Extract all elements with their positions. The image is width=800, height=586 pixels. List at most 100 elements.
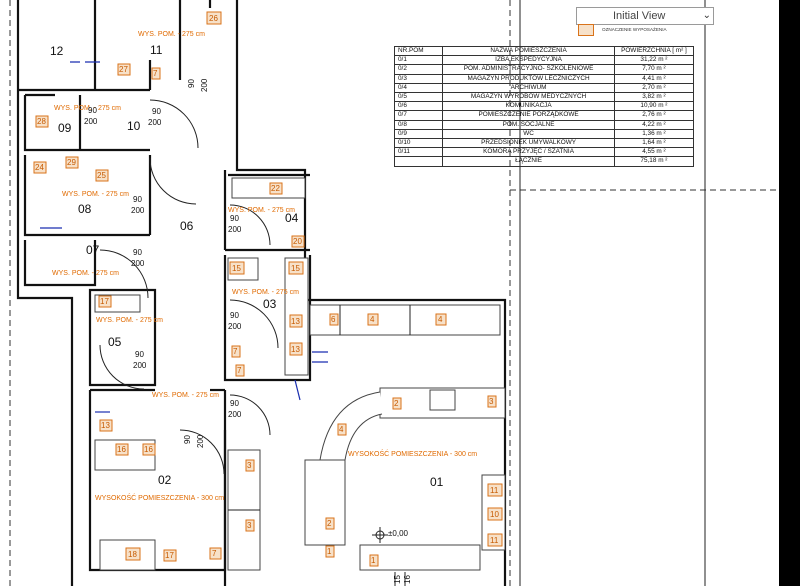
room-number-cell: 0/1 — [393, 55, 444, 66]
door-height: 200 — [131, 206, 145, 215]
chevron-down-icon: ⌄ — [702, 10, 711, 21]
view-select[interactable]: Initial View ⌄ — [613, 9, 713, 23]
equipment-tag-number: 3 — [489, 397, 494, 406]
partition-wall — [23, 155, 150, 237]
equipment-tag-number: 7 — [153, 69, 158, 78]
door-width: 90 — [187, 79, 196, 88]
door-swing — [179, 429, 225, 475]
room-number: 06 — [180, 219, 194, 233]
equipment-tag — [487, 483, 503, 497]
equipment-tag-number: 17 — [100, 297, 109, 306]
room-number-cell: 0/11 — [393, 147, 444, 158]
height-label: WYS. POM. - 275 cm — [62, 191, 129, 198]
bottom-mark — [394, 572, 406, 586]
column-header: NR.POM — [393, 45, 444, 57]
equipment-tag-number: 7 — [212, 549, 217, 558]
area-cell: 4,22 m ² — [613, 119, 695, 130]
area-cell: 1,36 m ² — [613, 128, 695, 140]
room-name-cell: PRZEDSIONEK UMYWALKOWY — [442, 138, 615, 149]
equipment-tag — [487, 533, 503, 547]
room-name-cell: ŁĄCZNIE — [442, 156, 615, 167]
door-width: 90 — [230, 311, 239, 320]
equipment-tag-number: 13 — [291, 345, 300, 354]
room-number-cell: 0/5 — [393, 92, 444, 103]
equipment-tag — [269, 182, 283, 195]
room-number: 08 — [78, 202, 92, 216]
equipment-tag-number: 22 — [271, 184, 280, 193]
exterior-wall — [235, 0, 507, 586]
equipment-tag — [231, 345, 241, 358]
partition-wall — [23, 95, 150, 152]
floor-plan-drawing: 12 11 09 10 08 07 06 05 04 03 02 01 WYS.… — [9, 0, 779, 586]
equipment-tag-number: 4 — [370, 315, 375, 324]
equipment-tag-number: 4 — [438, 315, 443, 324]
door-height: 200 — [148, 118, 162, 127]
room-name-cell: IZBA EKSPEDYCYJNA — [442, 55, 615, 66]
height-label: WYS. POM. - 275 cm — [138, 31, 205, 38]
door-width: 90 — [133, 248, 142, 257]
equipment-tag-number: 11 — [490, 486, 499, 495]
room-schedule-table: NR.POM NAZWA POMIESZCZENIA POWIERZCHNIA … — [393, 45, 695, 167]
equipment-tag-number: 2 — [327, 519, 332, 528]
room-name-cell: POM. SOCJALNE — [442, 119, 615, 130]
equipment-tag-number: 17 — [165, 551, 174, 560]
equipment-tag-number: 28 — [37, 117, 46, 126]
level-mark-symbol — [372, 527, 388, 543]
room-number: 09 — [58, 121, 72, 135]
equipment-tag — [367, 313, 379, 326]
equipment-tag-number: 24 — [35, 163, 44, 172]
sink — [429, 389, 456, 411]
equipment-tag-number: 16 — [117, 445, 126, 454]
door-height: 200 — [228, 225, 242, 234]
door-height: 200 — [131, 259, 145, 268]
door-width: 90 — [133, 195, 142, 204]
equipment-tag — [289, 314, 303, 328]
room-name-cell: MAGAZYN PRODUKTÓW LECZNICZYCH — [442, 73, 615, 84]
equipment-tag — [125, 547, 141, 561]
equipment-legend-label: OZNACZENIE WYPOSAŻENIA — [602, 27, 667, 32]
equipment-tag-number: 1 — [371, 556, 376, 565]
equipment-tag-number: 13 — [101, 421, 110, 430]
equipment-tag-number: 3 — [247, 461, 252, 470]
equipment-tag — [288, 261, 304, 275]
height-label: WYS. POM. - 275 cm — [96, 317, 163, 324]
height-label: WYS. POM. - 275 cm — [52, 270, 119, 277]
equipment-tag — [142, 443, 156, 456]
equipment-tag — [291, 235, 305, 248]
room-number: 10 — [127, 119, 141, 133]
door-height: 200 — [200, 78, 209, 92]
view-selector-panel: Initial View ⌄ — [576, 7, 714, 25]
equipment-tag-number: 18 — [128, 550, 137, 559]
room-name-cell: MAGAZYN WYROBÓW MEDYCZNYCH — [442, 92, 615, 103]
door-dimension: 90 200 90 200 90 200 90 200 90 200 90 20… — [84, 78, 242, 448]
equipment-tag — [329, 313, 339, 326]
equipment-swatch — [578, 24, 594, 36]
door-height: 200 — [228, 322, 242, 331]
area-cell: 2,76 m ² — [613, 110, 695, 121]
height-label: WYS. POM. - 275 cm — [54, 105, 121, 112]
equipment-tag — [392, 397, 402, 410]
view-select-value: Initial View — [613, 10, 666, 22]
door-width: 90 — [183, 435, 192, 444]
door-width: 90 — [88, 106, 97, 115]
room-number-cell: 0/10 — [393, 138, 444, 149]
equipment-tag-number: 4 — [339, 425, 344, 434]
equipment-tag — [151, 67, 161, 80]
room-number: 11 — [150, 43, 163, 57]
height-label: WYSOKOŚĆ POMIESZCZENIA - 300 cm — [348, 449, 477, 458]
floor-plan-sheet: 12 11 09 10 08 07 06 05 04 03 02 01 WYS.… — [0, 0, 779, 586]
equipment-tag-number: 1 — [327, 547, 332, 556]
door-swing — [229, 299, 279, 349]
room-number-cell: 0/6 — [393, 101, 444, 112]
door-swing — [99, 344, 145, 390]
height-label: WYSOKOŚĆ POMIESZCZENIA - 300 cm — [95, 493, 224, 502]
